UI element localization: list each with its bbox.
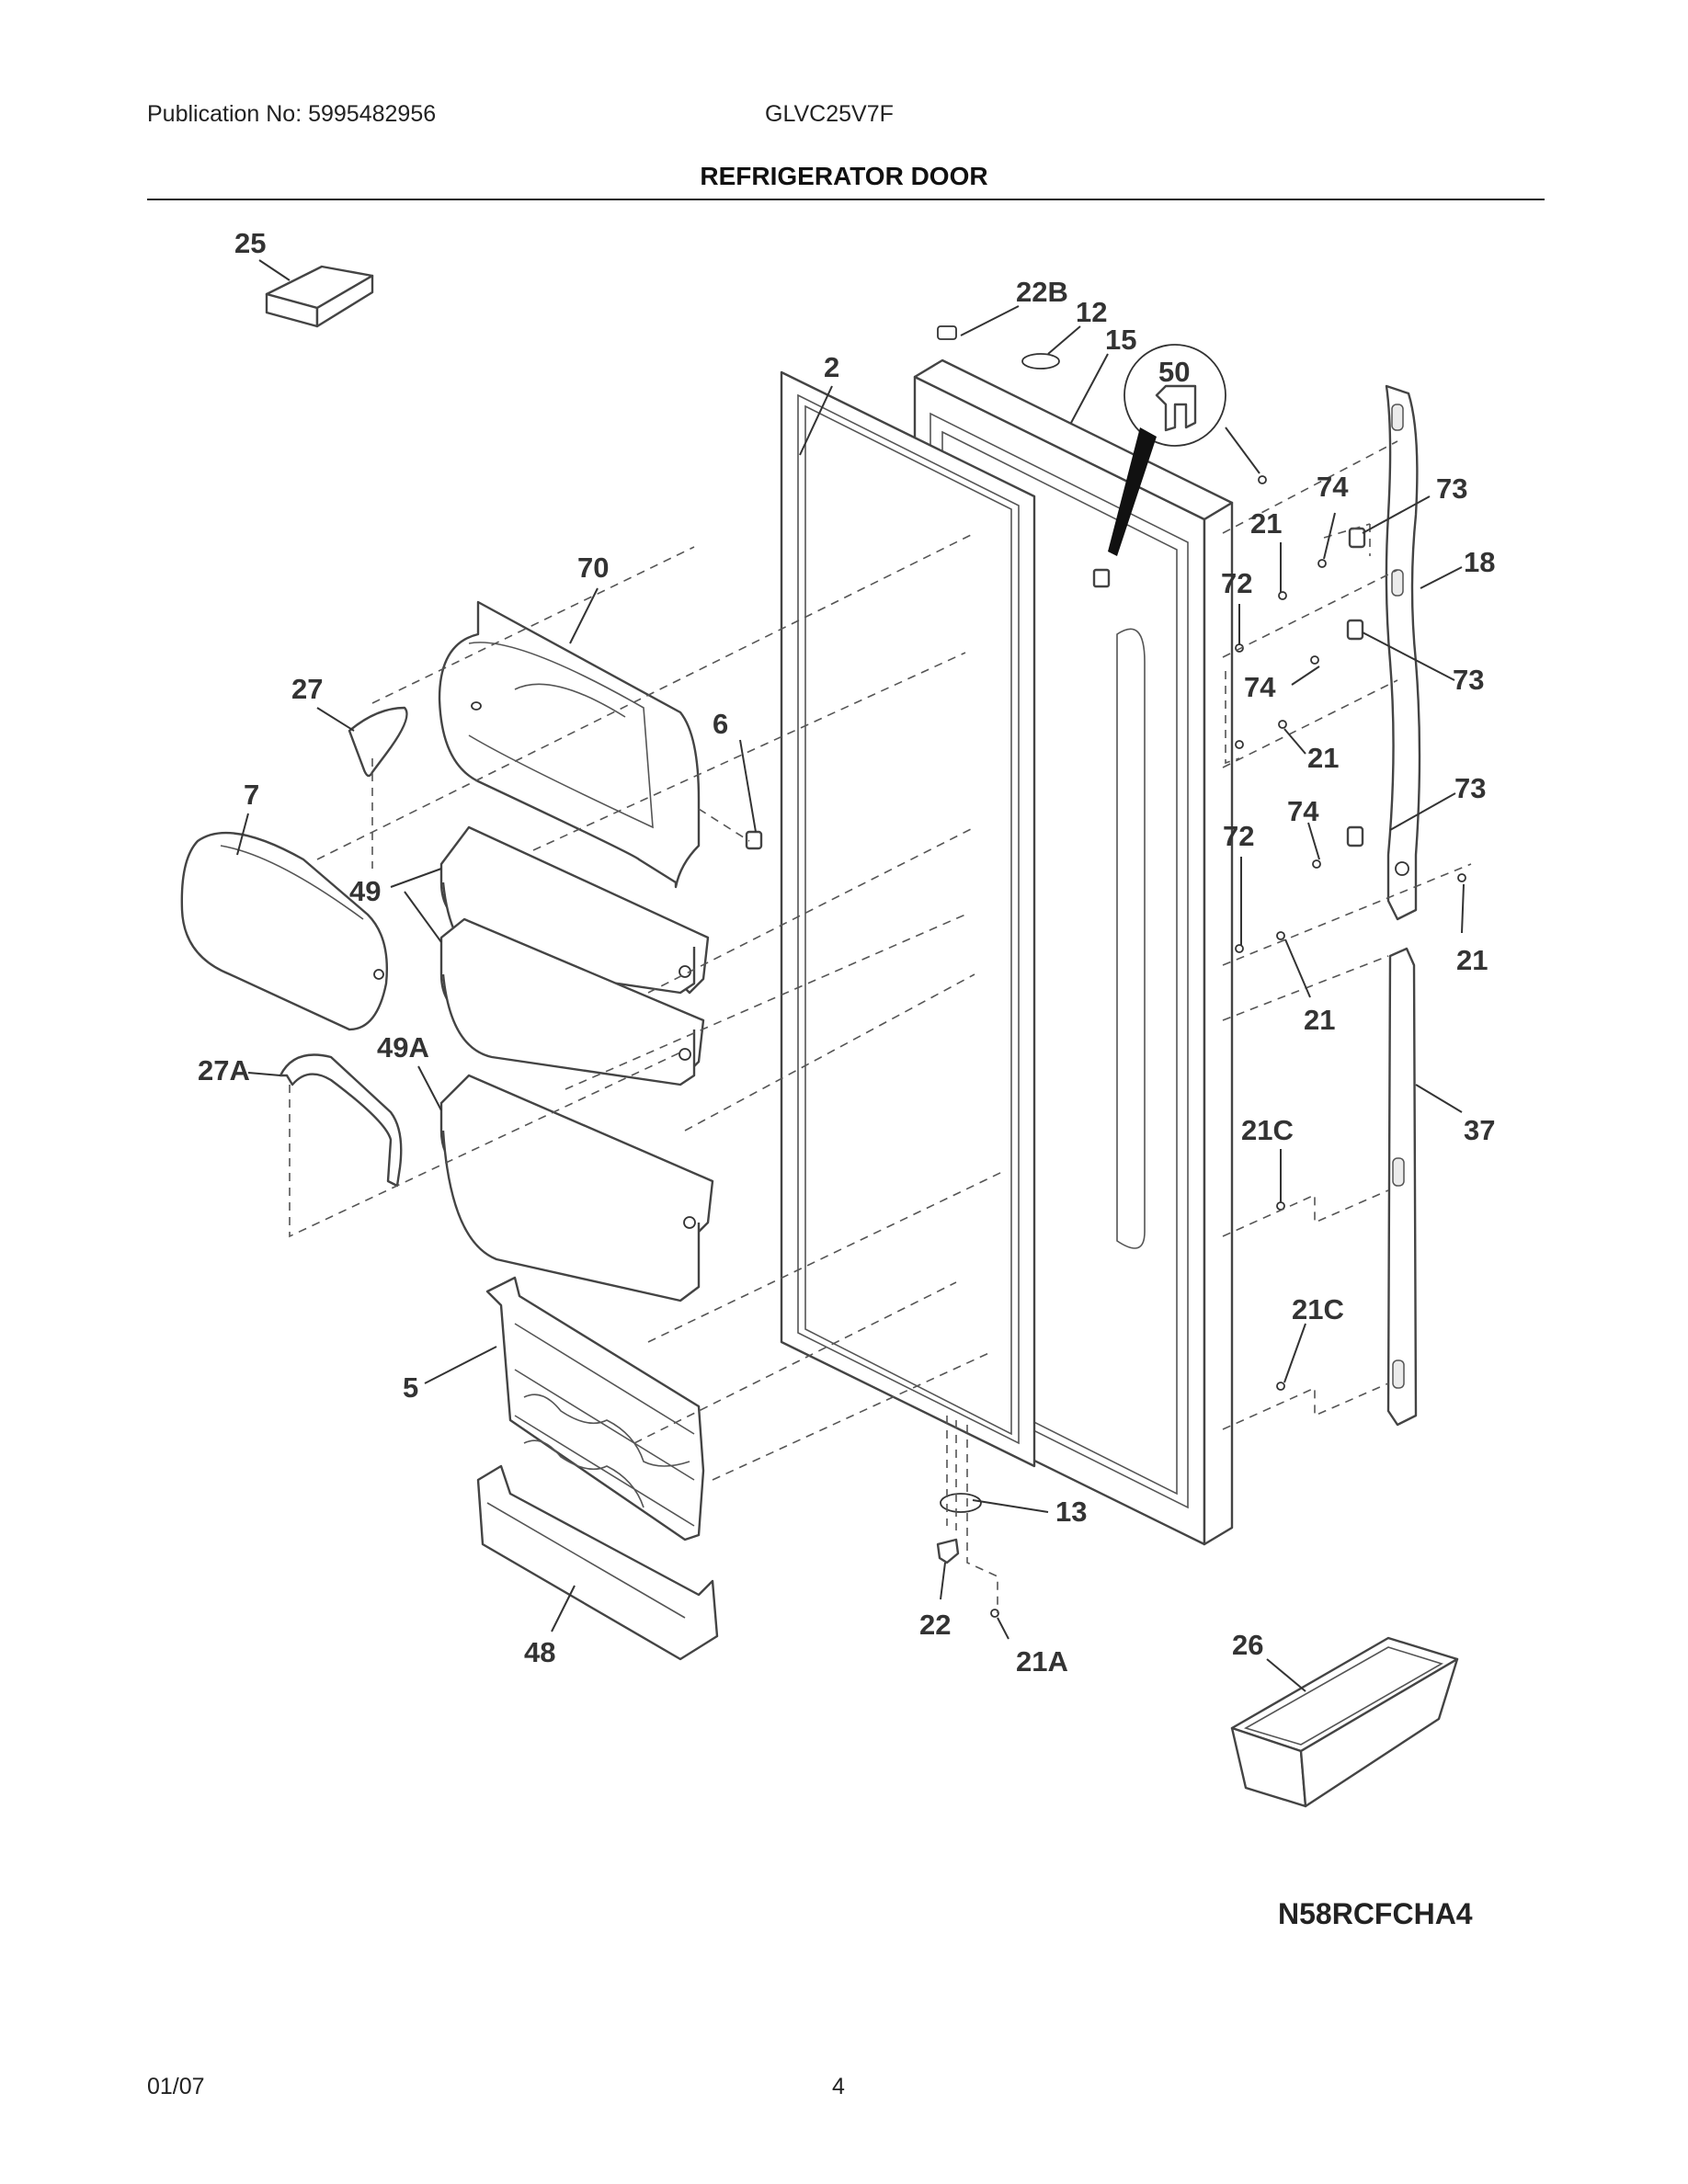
callout-49: 49 <box>349 875 381 907</box>
callout-27: 27 <box>291 673 323 705</box>
callout-21C-2: 21C <box>1292 1293 1344 1325</box>
part-37-trim <box>1386 947 1418 1427</box>
hardware-screws <box>936 325 1466 1618</box>
callout-25: 25 <box>234 227 266 259</box>
callout-48: 48 <box>524 1636 555 1668</box>
callout-37: 37 <box>1464 1114 1495 1146</box>
publication-number: Publication No: 5995482956 <box>147 101 437 127</box>
callout-labels: 25 22B 12 15 2 50 74 73 21 18 72 74 73 2… <box>198 227 1495 1678</box>
callout-18: 18 <box>1464 546 1495 578</box>
callout-70: 70 <box>577 552 609 584</box>
model-number: GLVC25V7F <box>765 101 894 127</box>
callout-50: 50 <box>1158 356 1190 388</box>
door-gasket <box>780 370 1036 1468</box>
callout-2: 2 <box>824 351 839 383</box>
callout-22: 22 <box>919 1609 951 1641</box>
part-49-bins <box>439 825 710 1086</box>
callout-73a: 73 <box>1436 472 1467 505</box>
footer-page-number: 4 <box>832 2074 845 2099</box>
part-70-bin <box>438 600 701 889</box>
callout-74a: 74 <box>1317 471 1349 503</box>
callout-6: 6 <box>713 708 728 740</box>
callout-7: 7 <box>244 779 259 811</box>
callout-49A: 49A <box>377 1031 429 1064</box>
part-7-cover <box>180 831 388 1031</box>
callout-73b: 73 <box>1453 664 1484 696</box>
callout-21C-1: 21C <box>1241 1114 1294 1146</box>
section-title: REFRIGERATOR DOOR <box>700 162 988 190</box>
callout-15: 15 <box>1105 324 1136 356</box>
callout-21A: 21A <box>1016 1645 1068 1678</box>
part-6-clip <box>745 830 763 850</box>
callout-21a: 21 <box>1250 507 1282 540</box>
callout-21b: 21 <box>1307 742 1339 774</box>
callout-27A: 27A <box>198 1054 250 1086</box>
part-25-tray <box>265 265 374 328</box>
callout-13: 13 <box>1055 1496 1087 1528</box>
callout-12: 12 <box>1076 296 1107 328</box>
callout-5: 5 <box>403 1371 418 1404</box>
callout-72a: 72 <box>1221 567 1252 599</box>
callout-74c: 74 <box>1287 795 1319 827</box>
callout-22B: 22B <box>1016 276 1068 308</box>
callout-21d: 21 <box>1304 1004 1335 1036</box>
part-73-brackets <box>1346 527 1366 847</box>
callout-74b: 74 <box>1244 671 1276 703</box>
part-27A-handle <box>279 1053 403 1188</box>
header-rule <box>147 199 1545 200</box>
leader-lines <box>236 259 1465 1692</box>
callout-21c: 21 <box>1456 944 1488 976</box>
detail-50-bubble <box>1092 344 1226 588</box>
callout-73c: 73 <box>1454 772 1486 804</box>
part-48-shelf <box>476 1464 719 1661</box>
part-27-cap <box>348 706 408 778</box>
drawing-code: N58RCFCHA4 <box>1278 1897 1473 1930</box>
callout-26: 26 <box>1232 1629 1263 1661</box>
alignment-lines <box>289 440 1472 1613</box>
part-5-rack <box>485 1276 705 1541</box>
part-26-bin <box>1230 1636 1459 1808</box>
footer-date: 01/07 <box>147 2074 205 2099</box>
part-49A-bin <box>439 1074 714 1302</box>
callout-72b: 72 <box>1223 820 1254 852</box>
